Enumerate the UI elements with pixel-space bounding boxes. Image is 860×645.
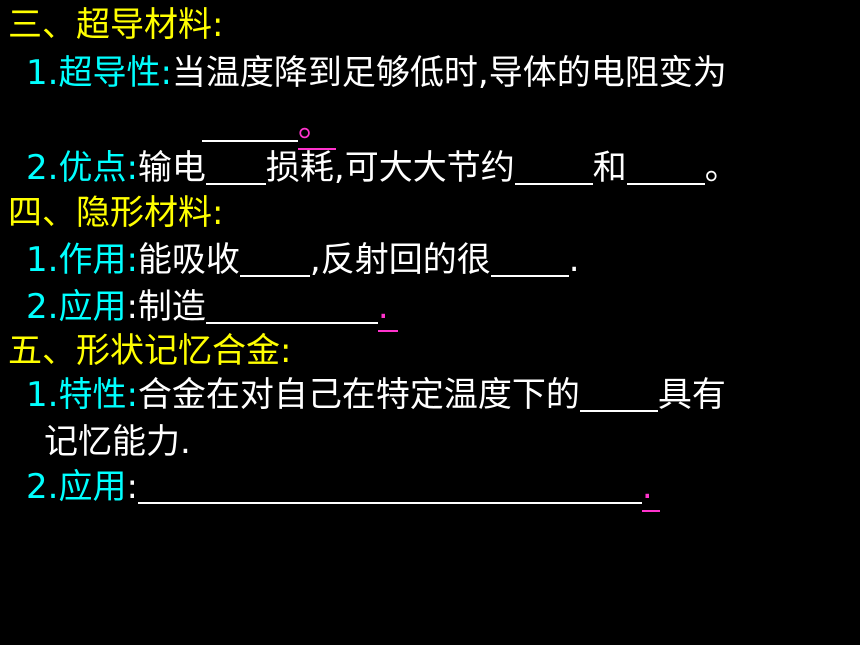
item-label: 1.特性: [26,375,138,415]
item-text: 输电 [137,148,206,188]
item-label: 2.优点: [26,148,138,188]
fill-blank [202,106,298,142]
item-colon: : [126,287,138,327]
fill-blank [205,149,266,185]
item-colon: : [126,467,138,507]
superconductivity-answer-line: 。 [202,102,336,150]
fill-blank [490,241,569,277]
item-text: 损耗,可大大节约 [265,148,515,188]
shape-memory-property-continuation: 记忆能力. [44,422,191,462]
shape-memory-application-item: 2.应用:. [26,464,660,512]
item-text: 能吸收 [137,240,240,280]
item-text: ,反射回的很 [309,240,491,280]
item-text: 制造 [137,287,206,327]
item-text: 具有 [657,375,726,415]
end-mark: . [641,464,660,512]
advantages-item: 2.优点:输电 损耗,可大大节约 和 。 [26,145,739,191]
fill-blank [626,149,705,185]
item-text: . [568,240,580,280]
item-label: 2.应用 [26,467,127,507]
fill-blank [137,468,642,504]
item-text: 和 [592,148,627,188]
item-label: 1.超导性: [26,53,172,93]
fill-blank [514,149,593,185]
section-heading-stealth: 四、隐形材料: [8,193,224,233]
item-text: 。 [704,148,739,188]
fill-blank [239,241,310,277]
shape-memory-property-item: 1.特性:合金在对自己在特定温度下的 具有 [26,372,726,418]
item-text: 合金在对自己在特定温度下的 [137,375,580,415]
section-heading-shape-memory: 五、形状记忆合金: [8,331,292,371]
section-heading-superconductor: 三、超导材料: [8,5,224,45]
item-label: 2.应用 [26,287,127,327]
end-mark: . [377,284,398,332]
item-label: 1.作用: [26,240,138,280]
item-text: 当温度降到足够低时,导体的电阻变为 [171,53,727,93]
stealth-application-item: 2.应用:制造. [26,284,398,332]
end-mark: 。 [298,102,336,150]
fill-blank [205,288,378,324]
stealth-function-item: 1.作用:能吸收 ,反射回的很. [26,237,580,283]
superconductivity-item: 1.超导性:当温度降到足够低时,导体的电阻变为 [26,50,727,96]
fill-blank [579,376,658,412]
